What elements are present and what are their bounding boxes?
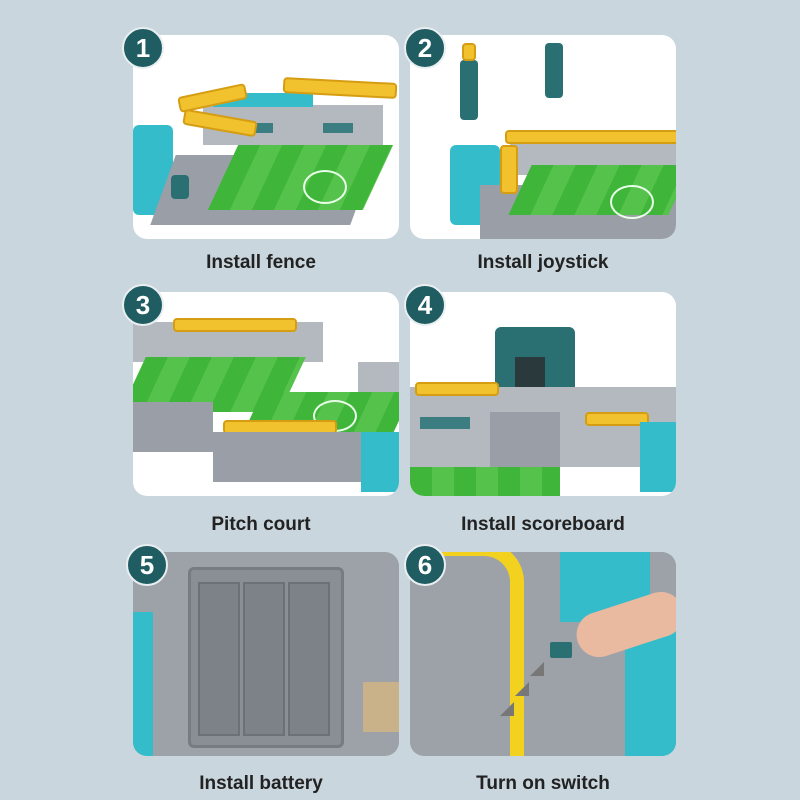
yellow-rim (440, 552, 524, 756)
pitch-circle (610, 185, 654, 219)
scoreboard-window (515, 357, 545, 387)
fence-right (585, 412, 649, 426)
step-6-label: Turn on switch (476, 773, 610, 794)
step-5-label: Install battery (199, 773, 323, 794)
arrow-icon (530, 662, 544, 676)
joystick-handle (462, 43, 476, 61)
step-2-label: Install joystick (477, 252, 609, 273)
fence-curve (500, 145, 518, 194)
arrow-icon (515, 682, 529, 696)
fence-left (415, 382, 499, 396)
joystick-icon (460, 60, 478, 120)
side-edge (133, 612, 153, 756)
step-4-card (410, 292, 676, 496)
side-goal (361, 432, 399, 492)
socket (490, 412, 560, 472)
arrow-icon (500, 702, 514, 716)
step-3-badge: 3 (122, 284, 164, 326)
step-1-card (133, 35, 399, 239)
joystick-icon (545, 43, 563, 98)
slot (323, 123, 353, 133)
switch-icon (550, 642, 572, 658)
step-5-badge: 5 (126, 544, 168, 586)
table-base (213, 432, 363, 482)
step-1-label: Install fence (206, 252, 316, 273)
pitch (410, 467, 560, 496)
pitch (207, 145, 394, 210)
step-2-card (410, 35, 676, 239)
fence (173, 318, 297, 332)
step-4-badge: 4 (404, 284, 446, 326)
step-3-label: Pitch court (211, 514, 311, 535)
pad (363, 682, 399, 732)
step-5-card (133, 552, 399, 756)
battery-slot (198, 582, 240, 736)
button (171, 175, 189, 199)
battery-slot (288, 582, 330, 736)
fence (505, 130, 676, 144)
step-6-badge: 6 (404, 544, 446, 586)
battery-slot (243, 582, 285, 736)
step-1-badge: 1 (122, 27, 164, 69)
step-3-card (133, 292, 399, 496)
step-6-card (410, 552, 676, 756)
step-2-badge: 2 (404, 27, 446, 69)
side-goal (640, 422, 676, 492)
step-4-label: Install scoreboard (461, 514, 625, 535)
table-base (133, 402, 213, 452)
pitch-circle (303, 170, 347, 204)
slot (420, 417, 470, 429)
